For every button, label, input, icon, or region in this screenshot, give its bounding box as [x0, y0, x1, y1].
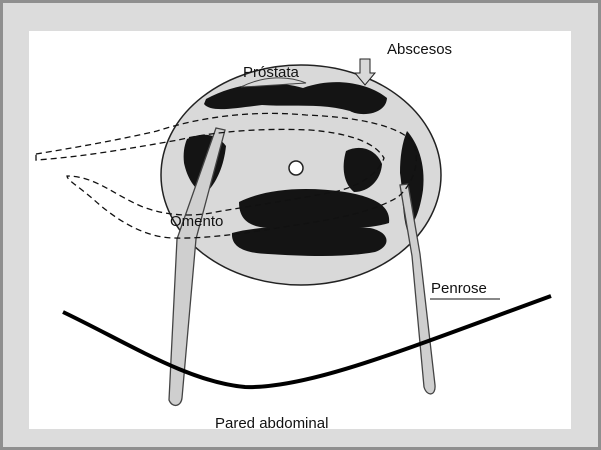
label-abscess: Abscesos	[387, 41, 452, 58]
surgical-diagram: Abscesos Próstata Omento Penrose Pared a…	[3, 3, 601, 450]
urethra-opening	[289, 161, 303, 175]
label-omentum: Omento	[170, 213, 223, 230]
label-abdominal-wall: Pared abdominal	[215, 415, 328, 432]
label-prostate: Próstata	[243, 64, 300, 81]
abscess-bottom	[232, 226, 387, 256]
abdominal-wall-line	[63, 296, 551, 387]
label-penrose: Penrose	[431, 280, 487, 297]
